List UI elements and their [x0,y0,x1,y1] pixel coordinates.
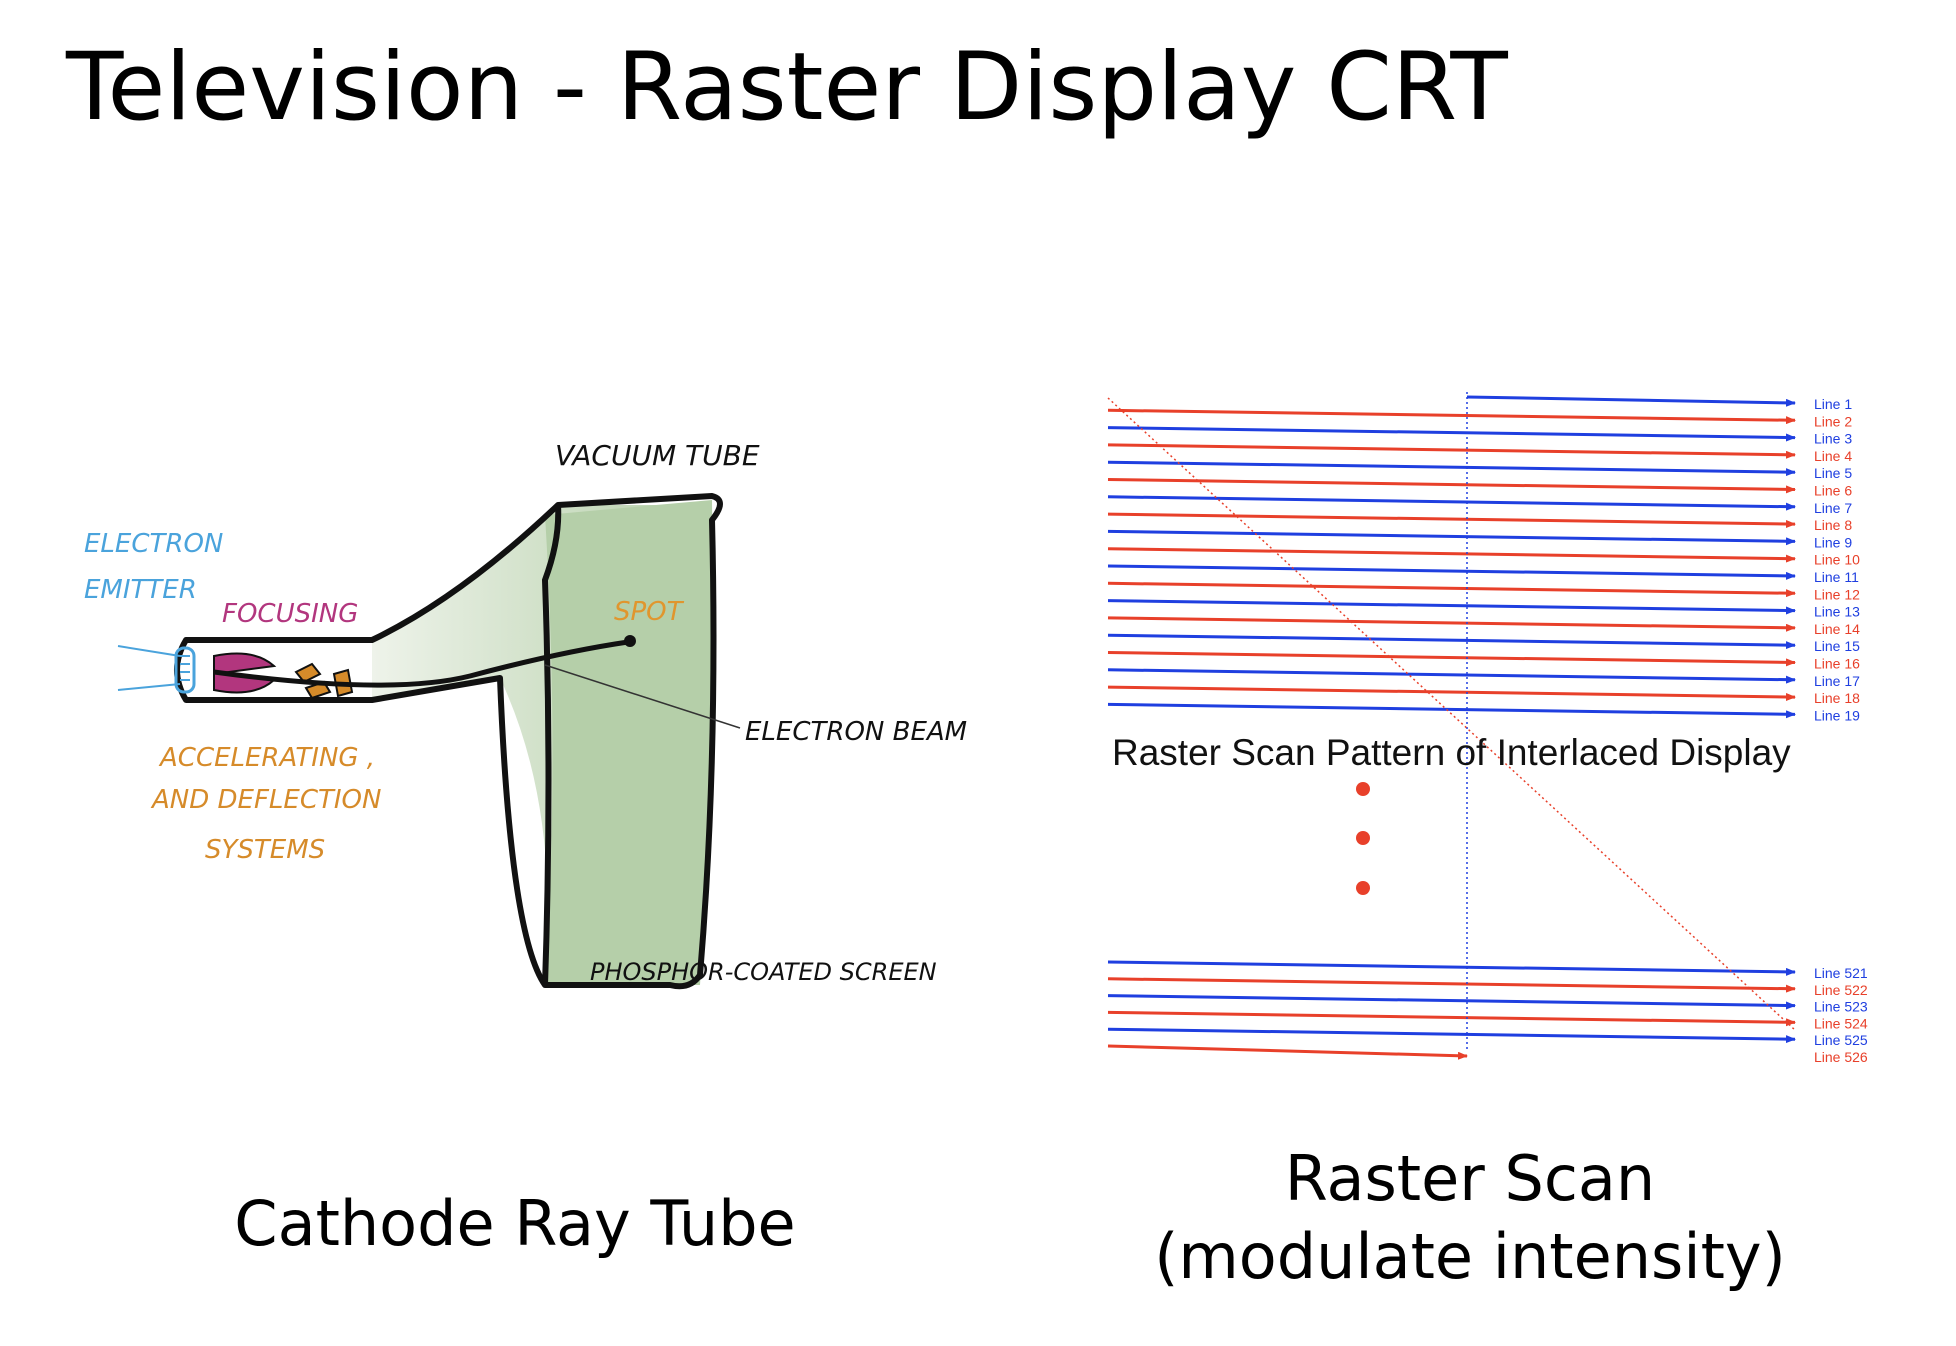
scan-line [1107,408,1796,425]
label-systems: SYSTEMS [205,835,325,865]
scan-line-label: Line 521 [1814,965,1868,981]
scan-line-label: Line 1 [1814,396,1852,412]
scan-line [1107,977,1796,993]
label-spot: SPOT [614,597,685,627]
ellipsis-dot [1356,881,1370,895]
focusing-coil [213,652,277,676]
scan-line [1107,633,1796,650]
scan-line-label: Line 525 [1814,1032,1868,1048]
crt-caption: Cathode Ray Tube [234,1187,796,1260]
scan-line-label: Line 8 [1814,517,1852,533]
scan-line-label: Line 9 [1814,534,1852,550]
label-electron-beam: ELECTRON BEAM [745,717,967,747]
raster-pattern-title: Raster Scan Pattern of Interlaced Displa… [1112,732,1791,773]
label-emitter: EMITTER [84,575,197,605]
raster-caption-line2: (modulate intensity) [1154,1219,1786,1293]
scan-line-label: Line 5 [1814,465,1852,481]
scan-line [1107,1010,1796,1027]
scan-line-label: Line 18 [1814,690,1860,706]
scan-line [1107,547,1796,563]
scan-line-label: Line 12 [1814,586,1860,602]
scan-line [1107,495,1796,511]
scan-line [1466,395,1796,407]
raster-caption: Raster Scan (modulate intensity) [1120,1140,1820,1295]
scan-line-label: Line 16 [1814,656,1860,672]
label-and-deflection: AND DEFLECTION [150,785,381,815]
label-electron: ELECTRON [84,529,223,559]
scan-line-label: Line 2 [1814,413,1852,429]
scan-line [1107,1027,1796,1044]
phosphor-screen [545,500,713,985]
scan-line [1107,529,1796,546]
scan-line [1107,564,1796,580]
scan-line [1107,994,1796,1010]
scan-line-label: Line 522 [1814,982,1868,998]
scan-line-label: Line 10 [1814,552,1860,568]
scan-line [1107,960,1796,976]
scan-line-label: Line 526 [1814,1049,1868,1065]
vacuum-tube-outline [174,493,723,990]
scan-line-label: Line 13 [1814,604,1860,620]
scan-line-label: Line 3 [1814,431,1852,447]
label-phosphor-screen: PHOSPHOR-COATED SCREEN [590,958,937,986]
electron-emitter-coil [174,646,196,694]
crt-illustration: VACUUM TUBE ELECTRON EMITTER FOCUSING SP… [84,439,967,990]
scan-line-label: Line 4 [1814,448,1852,464]
scan-line [1107,478,1796,494]
label-vacuum-tube: VACUUM TUBE [555,439,760,472]
scan-line [1107,616,1796,632]
scan-line [1107,581,1796,598]
scan-line-label: Line 14 [1814,621,1860,637]
raster-caption-line1: Raster Scan [1284,1142,1656,1215]
scan-line-label: Line 524 [1814,1015,1868,1031]
scan-line [1107,426,1796,442]
ellipsis-dot [1356,782,1370,796]
scan-line-label: Line 523 [1814,999,1868,1015]
scan-line-label: Line 15 [1814,638,1860,654]
scan-line-label: Line 17 [1814,673,1860,689]
scan-line-label: Line 6 [1814,483,1852,499]
scan-line [1107,460,1796,477]
screen-edge-line [541,504,562,986]
scan-line [1107,512,1796,528]
electron-beam [213,639,629,688]
scan-line-label: Line 19 [1814,707,1860,723]
scan-line-label: Line 7 [1814,500,1852,516]
scan-line [1107,443,1796,459]
scan-line [1107,702,1796,719]
scan-line [1107,651,1796,667]
scan-line [1107,668,1796,684]
label-focusing: FOCUSING [222,599,358,629]
spot-dot [624,635,636,647]
label-accelerating: ACCELERATING , [158,743,375,773]
ellipsis-dot [1356,831,1370,845]
slide-title: Television - Raster Display CRT [66,33,1508,142]
scan-line [1107,685,1796,701]
scan-line [1107,1044,1468,1060]
scan-line [1107,599,1796,615]
diagonal-retrace-line [1107,397,1796,1031]
scan-line-label: Line 11 [1814,569,1859,585]
